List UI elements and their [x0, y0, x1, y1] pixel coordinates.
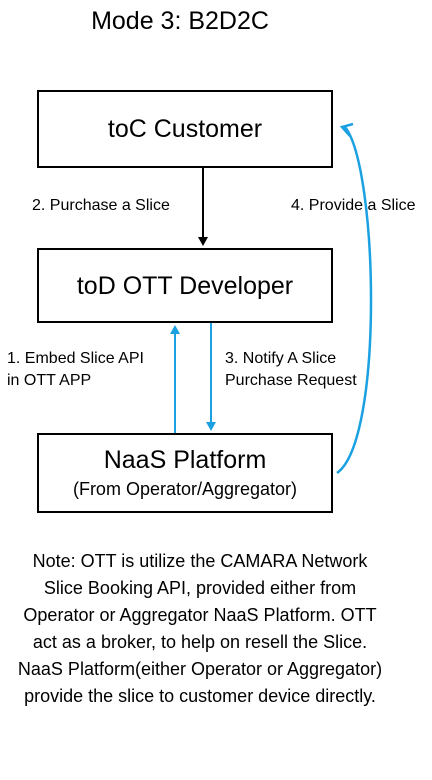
provide-edge-label: 4. Provide a Slice: [291, 197, 416, 214]
embed-edge-label-line1: 1. Embed Slice API: [7, 350, 144, 367]
naas-platform-node: NaaS Platform (From Operator/Aggregator): [37, 433, 333, 513]
embed-arrow: [170, 325, 180, 433]
naas-platform-node-sublabel: (From Operator/Aggregator): [72, 479, 298, 499]
note-text: Note: OTT is utilize the CAMARA Network …: [17, 551, 383, 706]
embed-edge-label-line2: in OTT APP: [7, 372, 92, 389]
customer-node-label: toC Customer: [107, 115, 263, 143]
notify-edge-label: 3. Notify A Slice Purchase Request: [225, 348, 357, 392]
developer-node: toD OTT Developer: [37, 248, 333, 323]
notify-arrow: [206, 323, 216, 431]
notify-edge-label-line2: Purchase Request: [225, 372, 357, 389]
purchase-edge-label: 2. Purchase a Slice: [32, 197, 170, 214]
provide-arrow: [336, 122, 373, 475]
developer-node-label: toD OTT Developer: [76, 271, 294, 300]
notify-edge-label-line1: 3. Notify A Slice: [225, 350, 337, 367]
naas-platform-node-label: NaaS Platform: [103, 446, 267, 474]
customer-node: toC Customer: [37, 90, 333, 168]
diagram-title: Mode 3: B2D2C: [91, 7, 269, 35]
embed-edge-label: 1. Embed Slice API in OTT APP: [7, 348, 144, 392]
purchase-arrow: [198, 168, 208, 246]
